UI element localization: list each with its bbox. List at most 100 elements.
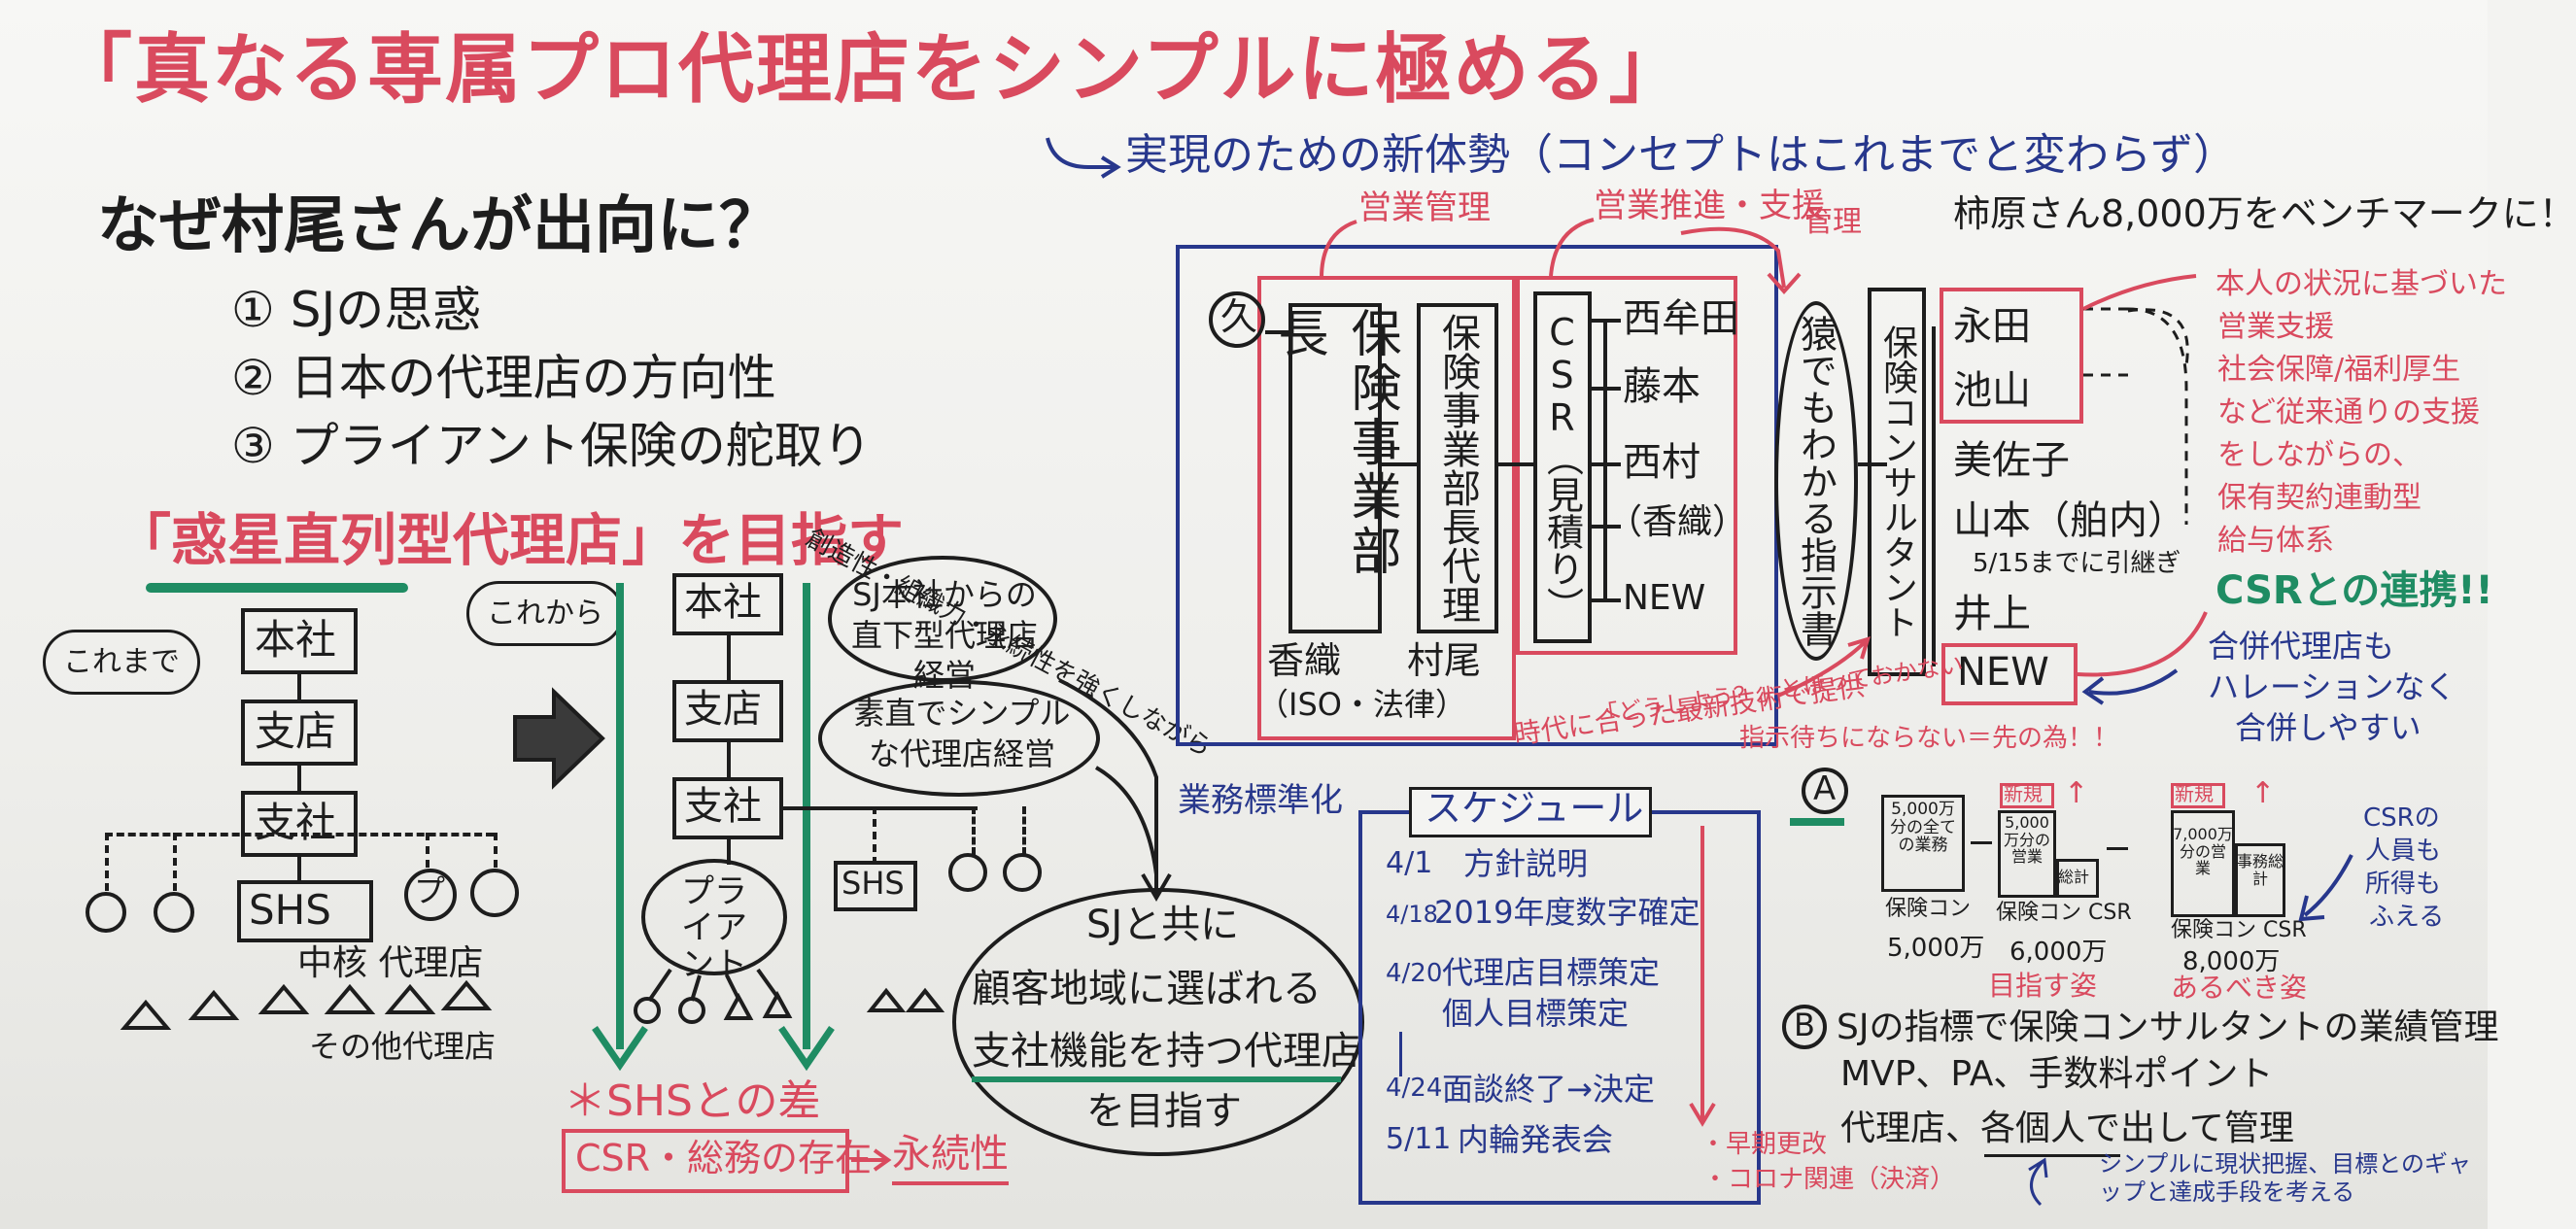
after-connector-2 — [727, 742, 731, 777]
schedule-date-2: 4/18 — [1386, 901, 1438, 928]
before-dash-line — [105, 833, 494, 836]
before-pro-circle — [404, 869, 457, 921]
why-item-3: ③ プライアント保険の舵取り — [231, 418, 872, 474]
plan-bar2-amount: 6,000万 — [2009, 938, 2108, 967]
org-red-note-7: 給与体系 — [2217, 524, 2334, 558]
transition-arrow — [513, 687, 605, 790]
after-green-line-right — [803, 583, 810, 1049]
before-connector-2 — [297, 766, 301, 791]
schedule-red-arrow — [1689, 826, 1716, 1127]
schedule-vertical — [1399, 1032, 1402, 1076]
before-dash-v2 — [173, 833, 177, 891]
schedule-note-1: ・早期更改 — [1700, 1130, 1828, 1159]
schedule-text-4: 個人目標策定 — [1442, 995, 1630, 1032]
before-other-label: その他代理店 — [309, 1028, 497, 1065]
org-csr-member-1: 西牟田 — [1623, 296, 1739, 341]
plan-csr-arrow — [2298, 854, 2353, 922]
org-consultant-5: 井上 — [1953, 592, 2031, 636]
why-heading: なぜ村尾さんが出向に？ — [97, 190, 781, 262]
org-consultant-2: 池山 — [1953, 368, 2031, 413]
org-dashed-links — [2077, 274, 2208, 705]
org-circle-connector — [1265, 330, 1288, 334]
plan-bar3-new-box — [2171, 783, 2225, 808]
before-branch-box — [241, 700, 358, 766]
plan-csr-note-3: 所得も — [2365, 870, 2442, 899]
before-hq-box — [241, 608, 358, 674]
after-bubble-2 — [818, 680, 1100, 797]
after-pliant-children — [634, 968, 945, 1024]
after-goal-ellipse — [952, 888, 1364, 1156]
metrics-note: シンプルに現状把握、目標とのギャップと達成手段を考える — [2099, 1150, 2472, 1206]
org-circle-mark — [1209, 291, 1265, 348]
goal-underline — [146, 583, 408, 593]
before-pro: プ — [414, 872, 446, 909]
org-connector-head-deputy — [1382, 462, 1417, 466]
schedule-title-box — [1409, 787, 1652, 837]
org-csr-branch-4 — [1592, 525, 1621, 529]
org-benchmark: 柿原さん8,000万をベンチマークに！ — [1953, 192, 2576, 235]
plan-bar2-up: ↑ — [2064, 776, 2089, 810]
org-connector-deputy-csr — [1498, 462, 1533, 466]
plan-csr-note-2: 人員も — [2365, 836, 2442, 866]
schedule-date-3: 4/20 — [1386, 959, 1443, 988]
schedule-title: スケジュール — [1425, 787, 1644, 830]
plan-arrow-1 — [1971, 841, 1992, 844]
org-csr-member-3: 西村 — [1623, 440, 1700, 485]
after-perpetuity: 永続性 — [892, 1132, 1009, 1177]
before-office-box — [241, 791, 358, 857]
schedule-date-6: 5/11 — [1386, 1122, 1452, 1156]
after-pliant-circle — [641, 859, 787, 975]
org-red-note-2: 営業支援 — [2217, 310, 2334, 344]
plan-bar2-new: 新規 — [2004, 782, 2043, 805]
org-csr-spine — [1603, 319, 1607, 600]
subtitle: 実現のための新体勢（コンセプトはこれまでと変わらず） — [1125, 130, 2237, 180]
main-title: 「真なる専属プロ代理店をシンプルに極める」 — [56, 26, 1687, 114]
org-new-box — [1941, 643, 2078, 705]
after-office: 支社 — [684, 784, 762, 829]
org-red-box-consultants — [1940, 288, 2083, 424]
after-ellipse-line-4: を目指す — [1086, 1089, 1242, 1134]
plan-csr-note-4: ふえる — [2369, 903, 2445, 932]
before-office: 支社 — [255, 799, 337, 846]
org-connector-manual-consultant — [1858, 462, 1887, 466]
metrics-note-arrow — [2028, 1157, 2048, 1207]
after-perpetuity-underline — [892, 1181, 1009, 1185]
after-ellipse-underline — [972, 1076, 1341, 1082]
org-consultant-4: 山本（舶内） — [1953, 498, 2186, 543]
org-red-note-3: 社会保障/福利厚生 — [2217, 353, 2461, 387]
after-green-arrowheads — [592, 1026, 835, 1072]
org-merger-note-2: ハレーションなく — [2208, 668, 2456, 705]
org-red-note-6: 保有契約連動型 — [2217, 481, 2421, 515]
metrics-line-1: SJの指標で保険コンサルタントの業績管理 — [1837, 1007, 2499, 1047]
before-connector-1 — [297, 674, 301, 700]
org-manual: 猿でもわかる指示書 — [1794, 315, 1838, 647]
plan-a-mark — [1802, 768, 1848, 814]
after-agent-circle-1 — [948, 853, 987, 892]
plan-bar2-new-box — [2000, 783, 2054, 808]
org-consultant-spine — [1932, 326, 1936, 666]
metrics-b-label: B — [1794, 1007, 1815, 1043]
org-csr-branch-2 — [1592, 387, 1621, 391]
why-item-1: ① SJの思惑 — [231, 282, 482, 338]
schedule-text-5: 面談終了→決定 — [1442, 1071, 1655, 1108]
after-dash-v2 — [972, 806, 976, 855]
before-agent-circle-2 — [154, 892, 194, 933]
after-hq: 本社 — [684, 580, 762, 625]
after-connector-1 — [727, 635, 731, 680]
org-yamamoto-note: 5/15までに引継ぎ — [1973, 549, 2181, 578]
after-hq-box — [672, 573, 783, 635]
plan-arrow-2 — [2107, 847, 2128, 850]
after-dash-v3 — [1022, 806, 1026, 855]
schedule-text-1: 方針説明 — [1463, 845, 1589, 882]
org-red-box-left — [1257, 276, 1516, 740]
org-iso: （ISO・法律） — [1257, 686, 1466, 723]
before-core-label: 中核 代理店 — [297, 943, 484, 983]
org-consultant-6: NEW — [1957, 650, 2049, 695]
after-shs: SHS — [841, 865, 905, 902]
plan-a-label: A — [1813, 769, 1837, 808]
plan-bar2-caption: 保険コン CSR — [1996, 901, 2132, 925]
after-branch: 支店 — [684, 687, 762, 732]
org-csr-branch-1 — [1592, 319, 1621, 323]
after-csr-label: CSR・総務の存在 — [575, 1137, 873, 1179]
plan-bar2-main-box — [1998, 810, 2056, 898]
